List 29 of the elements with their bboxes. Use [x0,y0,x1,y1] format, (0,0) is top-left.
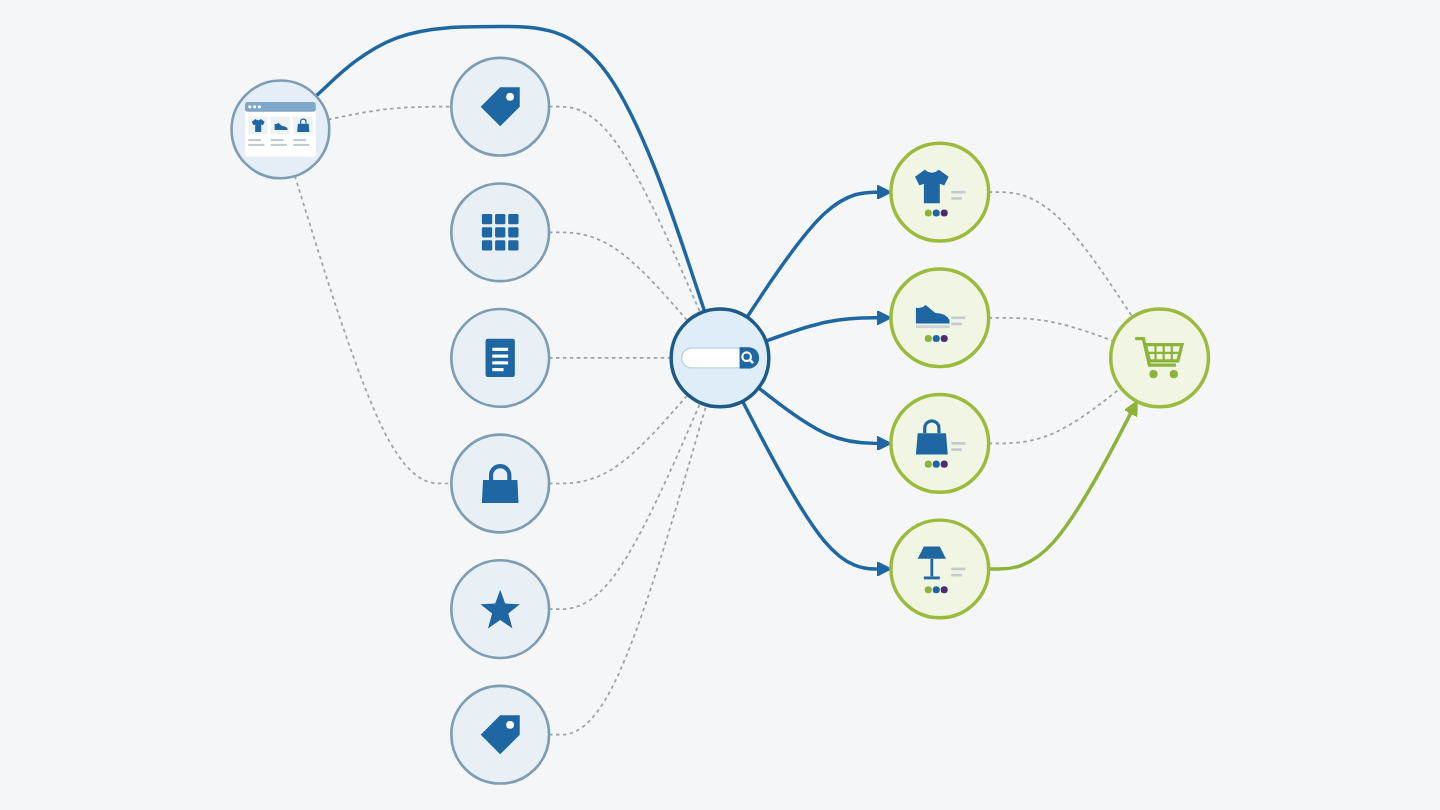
connector [548,231,689,322]
connector [548,105,702,314]
node-circle [450,307,551,409]
arrow [765,310,892,343]
connector [548,357,673,359]
node-circle [889,267,991,369]
node-circle [450,56,551,157]
node-circle [1109,307,1211,409]
node-circle [669,307,771,409]
node-circle [450,558,551,660]
connector [548,403,708,736]
node-circle [889,518,991,620]
connector [548,401,702,610]
node-circle [450,433,551,534]
arrow [745,184,892,319]
node-circle [450,684,551,785]
arrow [741,400,892,577]
connector [294,175,453,485]
connector [548,393,689,485]
node-circle [889,141,991,243]
node-circle [450,182,551,283]
arrow [757,386,892,452]
node-circle [230,79,331,180]
connector [987,387,1122,445]
connector [327,105,453,121]
node-circle [889,392,991,494]
connector [314,24,707,313]
arrow [988,400,1138,571]
connector [987,191,1134,319]
